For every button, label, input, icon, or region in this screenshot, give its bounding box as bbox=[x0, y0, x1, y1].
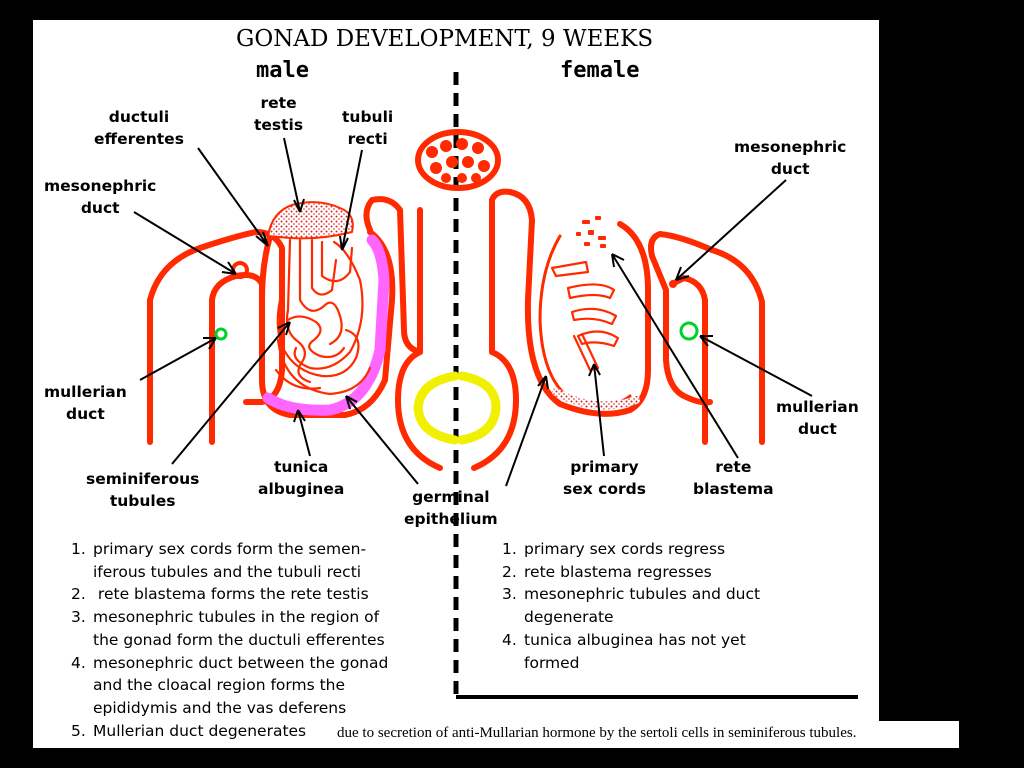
arrow-mesonephric-duct-male bbox=[133, 211, 237, 275]
leader-lines bbox=[133, 137, 813, 487]
female-note: 1.primary sex cords regress bbox=[502, 540, 726, 558]
label-mullerian-duct-male: mullerian duct bbox=[44, 383, 127, 423]
male-mesonephric-fold bbox=[147, 229, 285, 445]
label-tubuli-recti: tubuli recti bbox=[342, 108, 394, 148]
male-heading: male bbox=[256, 58, 309, 83]
label-mesonephric-duct-male: mesonephric duct bbox=[44, 177, 157, 217]
male-note-cont: epididymis and the vas deferens bbox=[93, 698, 347, 717]
arrow-seminiferous-tubules bbox=[171, 321, 291, 465]
female-note: 2.rete blastema regresses bbox=[502, 562, 712, 581]
intestine-villi bbox=[426, 138, 490, 183]
female-mesonephric-duct bbox=[669, 280, 677, 288]
arrow-tunica-albuginea bbox=[293, 409, 311, 457]
male-inner-wall bbox=[363, 196, 423, 355]
tunica-albuginea-band bbox=[262, 234, 390, 416]
arrow-ductuli-efferentes bbox=[197, 147, 269, 247]
arrow-mullerian-duct-female bbox=[699, 335, 813, 397]
label-mullerian-duct-female: mullerian duct bbox=[776, 398, 859, 438]
male-note-cont: iferous tubules and the tubuli recti bbox=[93, 562, 362, 581]
female-mullerian-duct bbox=[679, 321, 699, 341]
female-sex-cords bbox=[550, 260, 620, 372]
rete-testis bbox=[267, 201, 354, 240]
female-note: 3.mesonephric tubules and duct bbox=[502, 585, 761, 604]
rete-blastema-drawing bbox=[576, 216, 606, 248]
arrow-mullerian-duct-male bbox=[139, 337, 217, 381]
arrow-mesonephric-duct-female bbox=[675, 179, 787, 281]
female-germinal-epithelium bbox=[552, 388, 640, 410]
label-ductuli-efferentes: ductuli efferentes bbox=[94, 108, 184, 148]
male-gonad bbox=[147, 196, 423, 445]
male-note-cont: the gonad form the ductuli efferentes bbox=[93, 630, 385, 649]
arrow-tubuli-recti bbox=[339, 149, 363, 251]
footnote: due to secretion of anti-Mullarian hormo… bbox=[334, 721, 959, 748]
female-note: 4.tunica albuginea has not yet bbox=[502, 630, 746, 649]
label-germinal-epithelium: germinal epithelium bbox=[404, 488, 498, 528]
dorsal-mesentery-left bbox=[394, 349, 443, 471]
male-note: 5.Mullerian duct degenerates bbox=[71, 721, 307, 740]
male-note: 1.primary sex cords form the semen- bbox=[71, 540, 367, 558]
female-note-cont: degenerate bbox=[524, 608, 614, 627]
male-note: 2. rete blastema forms the rete testis bbox=[71, 585, 369, 604]
mesentery-stalk-right bbox=[489, 188, 513, 355]
male-note-cont: and the cloacal region forms the bbox=[93, 676, 346, 695]
male-mullerian-duct bbox=[214, 327, 228, 341]
yolk-ring bbox=[413, 371, 501, 445]
page-title: GONAD DEVELOPMENT, 9 WEEKS bbox=[236, 26, 654, 52]
female-heading: female bbox=[560, 58, 640, 83]
label-rete-testis: rete testis bbox=[254, 94, 304, 134]
male-note: 3.mesonephric tubules in the region of bbox=[71, 608, 380, 627]
male-notes-list: 1.primary sex cords form the semen- ifer… bbox=[71, 538, 388, 742]
intestine-section bbox=[415, 129, 501, 191]
arrow-primary-sex-cords bbox=[588, 363, 605, 457]
female-mesonephric-fold bbox=[648, 231, 765, 445]
female-inner-wall bbox=[507, 189, 651, 417]
male-note: 4.mesonephric duct between the gonad bbox=[71, 653, 389, 672]
arrow-germinal-epithelium-right bbox=[505, 375, 549, 487]
label-primary-sex-cords: primary sex cords bbox=[563, 458, 646, 498]
female-notes-list: 1.primary sex cords regress 2.rete blast… bbox=[502, 538, 760, 674]
label-seminiferous-tubules: seminiferous tubules bbox=[86, 470, 200, 510]
male-fold-inner bbox=[209, 272, 265, 445]
arrow-rete-blastema bbox=[611, 253, 739, 459]
female-note-cont: formed bbox=[524, 653, 580, 672]
arrow-rete-testis bbox=[283, 137, 305, 213]
dorsal-mesentery-right bbox=[471, 349, 520, 471]
label-mesonephric-duct-female: mesonephric duct bbox=[734, 138, 847, 178]
female-gonad bbox=[507, 189, 765, 445]
seminiferous-tubules-drawing bbox=[274, 238, 372, 396]
label-rete-blastema: rete blastema bbox=[693, 458, 774, 498]
label-tunica-albuginea: tunica albuginea bbox=[258, 458, 345, 498]
arrow-germinal-epithelium-left bbox=[345, 395, 419, 485]
